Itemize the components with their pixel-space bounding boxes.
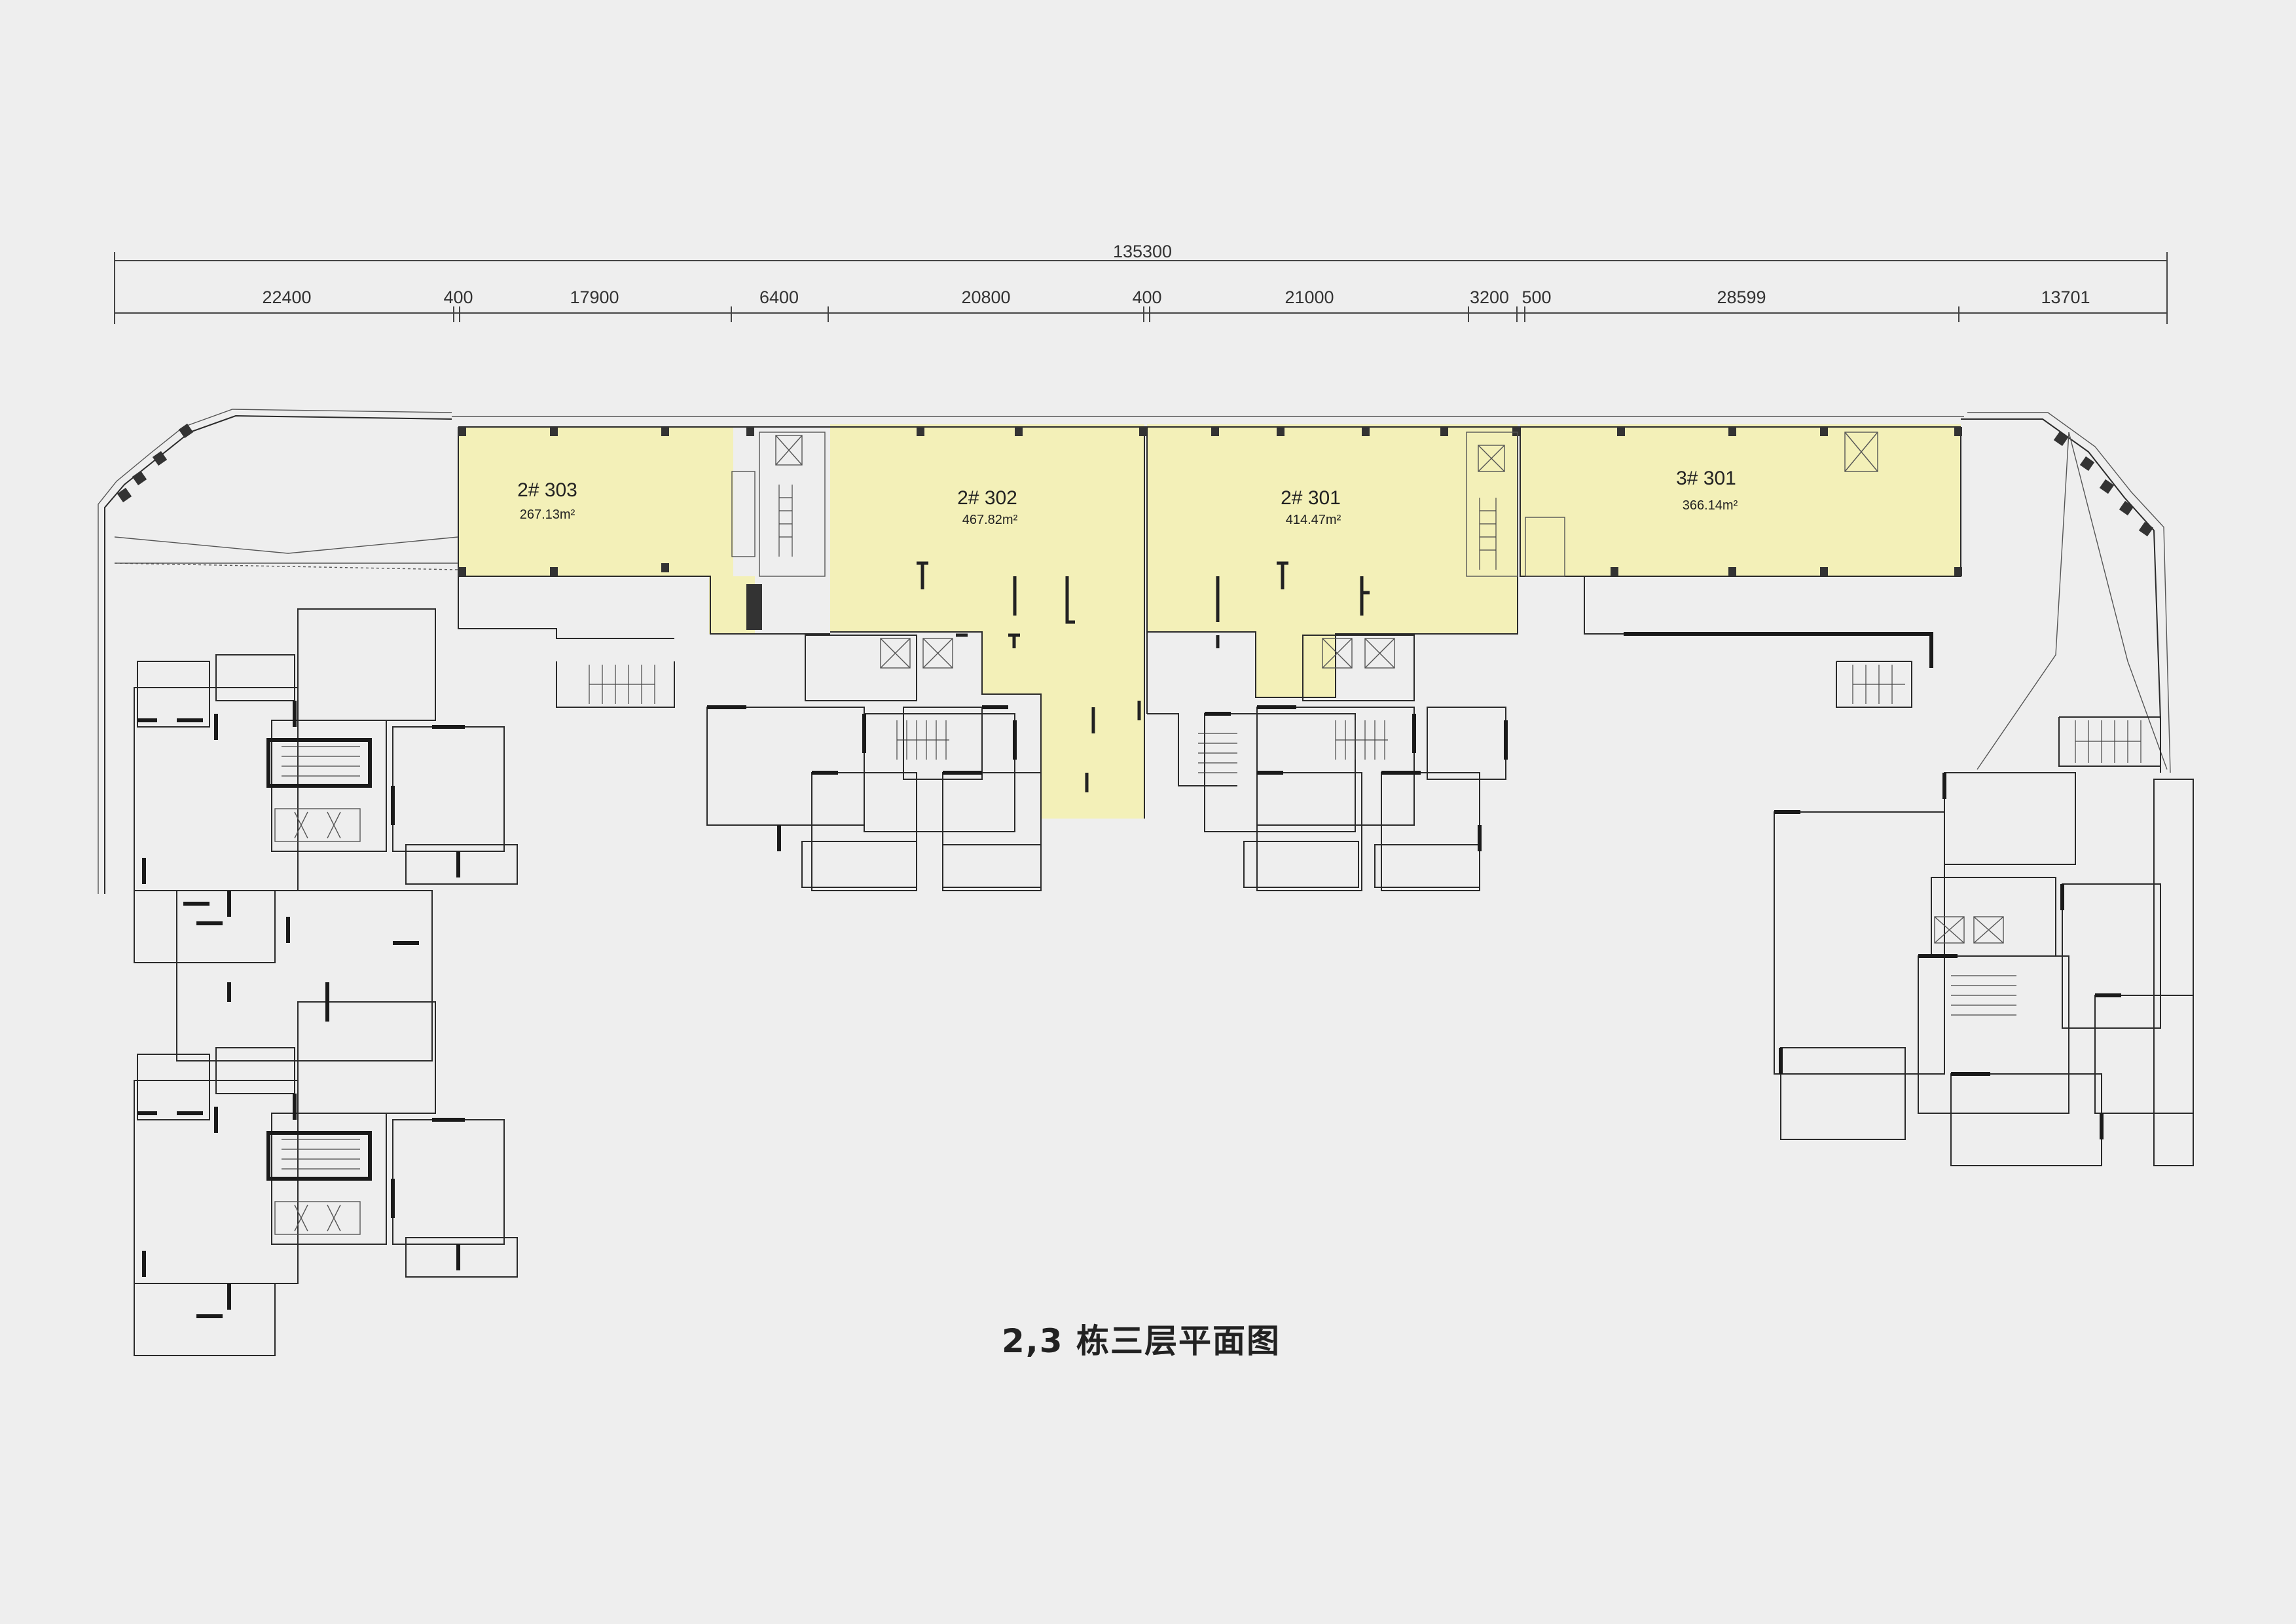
dim-segment-11: 13701	[2041, 287, 2090, 307]
dim-segment-8: 3200	[1470, 287, 1509, 307]
unit-2-303-title: 2# 303	[517, 479, 577, 501]
dim-segment-10: 28599	[1717, 287, 1766, 307]
podium-outline	[452, 416, 1964, 819]
dim-segment-2: 400	[443, 287, 473, 307]
overall-dimension-label: 135300	[1113, 242, 1172, 261]
drawing-title: 2,3 栋三层平面图	[1002, 1322, 1281, 1360]
residential-tower-left	[134, 608, 517, 1356]
unit-2-301-area	[1147, 424, 1518, 697]
unit-2-303-area-label: 267.13m²	[520, 507, 575, 522]
unit-2-302-title: 2# 302	[957, 487, 1017, 509]
core-left	[731, 432, 826, 577]
dim-segment-9: 500	[1522, 287, 1551, 307]
unit-labels: 2# 303 267.13m² 2# 302 467.82m² 2# 301 4…	[517, 468, 1738, 527]
dim-segment-1: 22400	[262, 287, 311, 307]
unit-2-302-area	[830, 424, 1144, 819]
unit-2-301-area-label: 414.47m²	[1286, 513, 1341, 527]
dim-segment-5: 20800	[961, 287, 1010, 307]
unit-3-301-title: 3# 301	[1676, 468, 1736, 489]
residential-tower-right	[1774, 772, 2194, 1166]
left-wing-canopy	[98, 409, 675, 894]
residential-tower-middle-left	[706, 635, 1042, 891]
segment-dimensions: 22400 400 17900 6400 20800 400 21000 320…	[114, 287, 2168, 322]
dim-segment-6: 400	[1132, 287, 1161, 307]
residential-tower-middle-right	[1147, 635, 1508, 891]
highlighted-units	[458, 424, 1961, 819]
dim-segment-3: 17900	[570, 287, 619, 307]
unit-3-301-area-label: 366.14m²	[1683, 498, 1738, 513]
unit-2-303-area	[458, 427, 733, 576]
unit-2-302-area-label: 467.82m²	[962, 513, 1018, 527]
dim-segment-4: 6400	[759, 287, 799, 307]
overall-dimension: 135300	[114, 242, 2168, 324]
unit-3-301-area	[1520, 424, 1961, 576]
unit-2-301-title: 2# 301	[1281, 487, 1341, 509]
dim-segment-7: 21000	[1285, 287, 1334, 307]
right-wing-canopy	[1584, 412, 2171, 773]
core-right	[1466, 432, 1878, 577]
